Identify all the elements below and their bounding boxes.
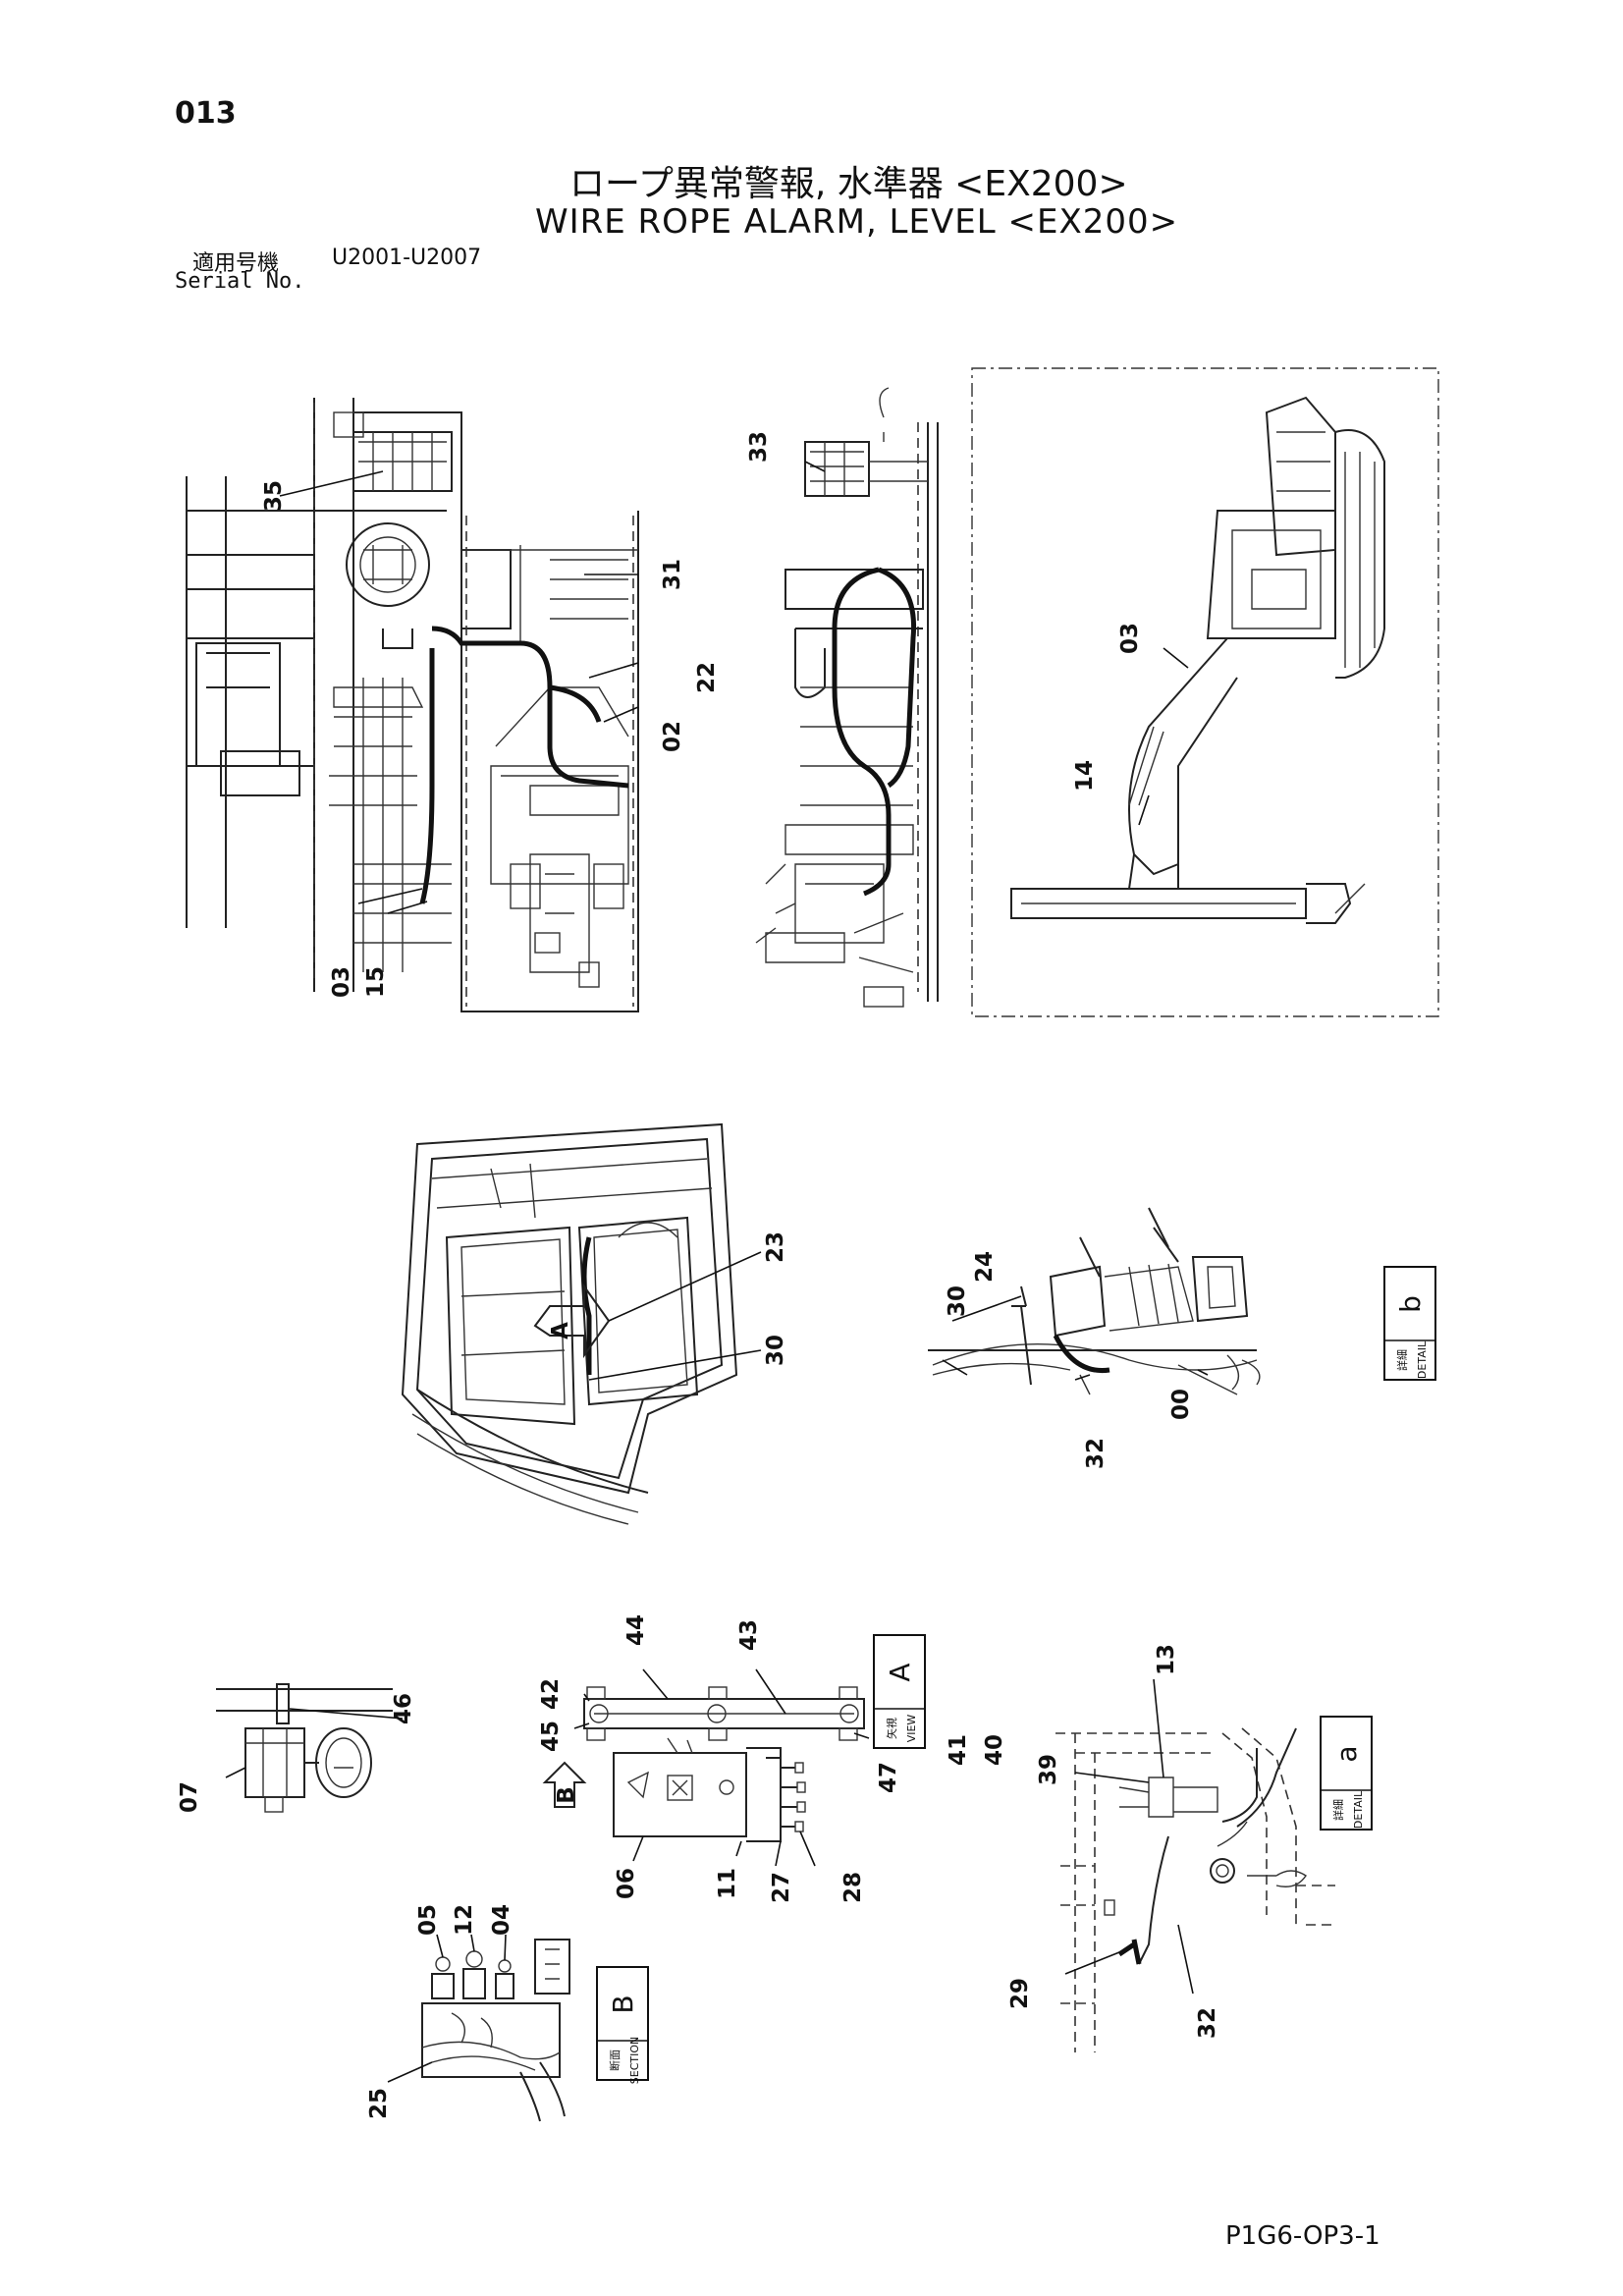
callout-43: 43: [736, 1619, 762, 1651]
callout-06: 06: [614, 1868, 639, 1899]
arrow-letter-a: A: [548, 1322, 573, 1339]
section-b-en: SECTION: [628, 2037, 641, 2084]
callout-11: 11: [715, 1868, 740, 1899]
view-a-jp: 矢視: [885, 1718, 898, 1739]
callout-27: 27: [769, 1872, 794, 1903]
callout-04: 04: [489, 1904, 514, 1936]
excavator-side-view: [971, 367, 1439, 1017]
callout-07: 07: [177, 1781, 202, 1813]
serial-label-english: Serial No.: [175, 269, 305, 294]
section-b-letter: B: [607, 1995, 639, 2013]
arrow-letter-b: B: [554, 1786, 579, 1804]
page-number: 013: [175, 96, 237, 131]
detail-b-view: [928, 1207, 1261, 1395]
detail-a-jp: 詳細: [1331, 1799, 1345, 1821]
callout-40: 40: [982, 1734, 1007, 1766]
document-code: P1G6-OP3-1: [1225, 2221, 1380, 2251]
callout-32-detail-b: 32: [1083, 1438, 1109, 1469]
title-english: WIRE ROPE ALARM, LEVEL <EX200>: [535, 202, 1179, 242]
detail-b-jp: 詳細: [1395, 1349, 1409, 1371]
title-japanese: ロープ異常警報, 水準器 <EX200>: [569, 164, 1128, 204]
callout-02: 02: [660, 721, 685, 752]
callout-15: 15: [363, 966, 389, 998]
operator-cab-view: [401, 1122, 762, 1525]
callout-23: 23: [763, 1231, 788, 1263]
callout-30-cab: 30: [763, 1335, 788, 1366]
view-a-caption-box: A 矢視 VIEW: [873, 1634, 926, 1749]
callout-42: 42: [538, 1678, 564, 1710]
callout-03-left: 03: [329, 966, 354, 998]
callout-labels: 35 31 22 02 03 15 33 03 14 23 30 24 30 3…: [177, 431, 1220, 2119]
callout-22: 22: [694, 662, 720, 693]
callout-12: 12: [452, 1904, 477, 1936]
callout-05: 05: [415, 1904, 441, 1936]
callout-47: 47: [876, 1762, 901, 1793]
callout-45: 45: [538, 1721, 564, 1752]
callout-32-detail-a: 32: [1195, 2007, 1220, 2039]
detail-a-caption-box: a 詳細 DETAIL: [1320, 1716, 1373, 1831]
upperframe-side-view: [755, 387, 939, 1008]
detail-b-en: DETAIL: [1416, 1340, 1429, 1379]
serial-range: U2001-U2007: [332, 246, 482, 270]
callout-29: 29: [1007, 1978, 1033, 2009]
callout-39: 39: [1036, 1754, 1061, 1785]
serial-label-japanese: 適用号機: [192, 251, 280, 276]
section-b-caption-box: B 断面 SECTION: [596, 1966, 649, 2084]
callout-13: 13: [1154, 1644, 1179, 1675]
callout-28: 28: [840, 1872, 866, 1903]
detail-b-letter: b: [1394, 1295, 1427, 1313]
upperstructure-plan-view: [186, 398, 639, 1012]
view-a-switch-box: [542, 1668, 870, 1867]
callout-44: 44: [623, 1614, 649, 1646]
view-a-en: VIEW: [905, 1715, 918, 1743]
callout-03-right: 03: [1117, 623, 1143, 654]
callout-41: 41: [946, 1734, 971, 1766]
callout-35: 35: [261, 480, 287, 512]
callout-33: 33: [746, 431, 772, 463]
callout-14: 14: [1072, 760, 1098, 792]
detail-a-en: DETAIL: [1352, 1790, 1365, 1829]
level-gauge-bracket: [216, 1683, 404, 1813]
detail-b-caption-box: b 詳細 DETAIL: [1383, 1266, 1436, 1381]
callout-00: 00: [1168, 1389, 1194, 1420]
callout-31: 31: [660, 559, 685, 590]
callout-25: 25: [366, 2088, 392, 2119]
section-b-view: [387, 1934, 570, 2122]
detail-a-view: [1055, 1678, 1335, 2052]
callout-24: 24: [972, 1251, 998, 1283]
callout-30-detail-b: 30: [945, 1285, 970, 1317]
detail-a-letter: a: [1330, 1745, 1363, 1762]
section-b-jp: 断面: [608, 2050, 622, 2071]
callout-46: 46: [391, 1693, 416, 1724]
view-a-letter: A: [884, 1663, 916, 1681]
